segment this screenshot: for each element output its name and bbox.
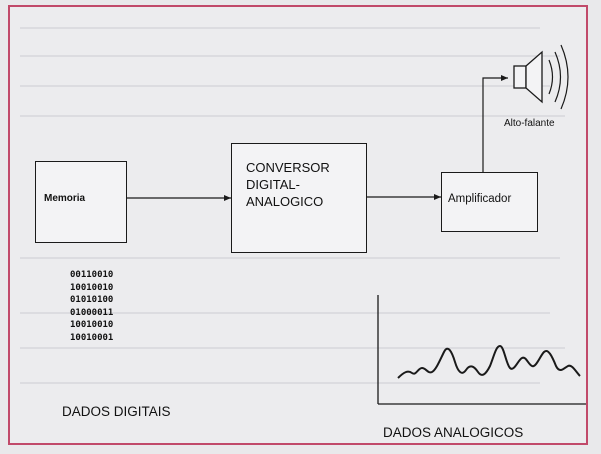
background-texture xyxy=(20,27,540,29)
bit-row: 10010010 xyxy=(70,282,114,293)
bit-row: 01010100 xyxy=(70,295,114,305)
background-texture xyxy=(20,257,560,259)
amplifier-label: Amplificador xyxy=(448,193,512,205)
memory-block: Memoria xyxy=(35,161,127,243)
background-texture xyxy=(20,347,565,349)
speaker-label: Alto-falante xyxy=(504,118,555,129)
converter-label-line3: ANALOGICO xyxy=(246,194,324,209)
converter-label-line2: DIGITAL- xyxy=(246,177,300,192)
analog-axes xyxy=(377,295,586,405)
converter-label-line1: CONVERSOR xyxy=(246,160,330,175)
bit-row: 00110010 xyxy=(70,270,114,280)
digital-data-caption: DADOS DIGITAIS xyxy=(62,404,171,419)
background-texture xyxy=(20,85,550,87)
analog-waveform xyxy=(397,344,581,379)
analog-data-caption: DADOS ANALOGICOS xyxy=(383,425,524,440)
amplifier-block: Amplificador xyxy=(441,172,538,232)
background-texture xyxy=(20,55,560,57)
background-texture xyxy=(20,115,565,117)
converter-block: CONVERSOR DIGITAL- ANALOGICO xyxy=(231,143,367,253)
background-texture xyxy=(20,312,550,314)
digital-bits-list: 00110010 10010010 01010100 01000011 1001… xyxy=(70,269,113,344)
background-texture xyxy=(20,382,540,384)
memory-label: Memoria xyxy=(44,193,86,204)
arrow-amplifier-to-speaker xyxy=(482,75,508,172)
bit-row: 01000011 xyxy=(70,307,114,318)
bit-row: 10010001 xyxy=(70,332,114,343)
speaker-icon xyxy=(513,44,569,110)
bit-row: 10010010 xyxy=(70,320,114,330)
